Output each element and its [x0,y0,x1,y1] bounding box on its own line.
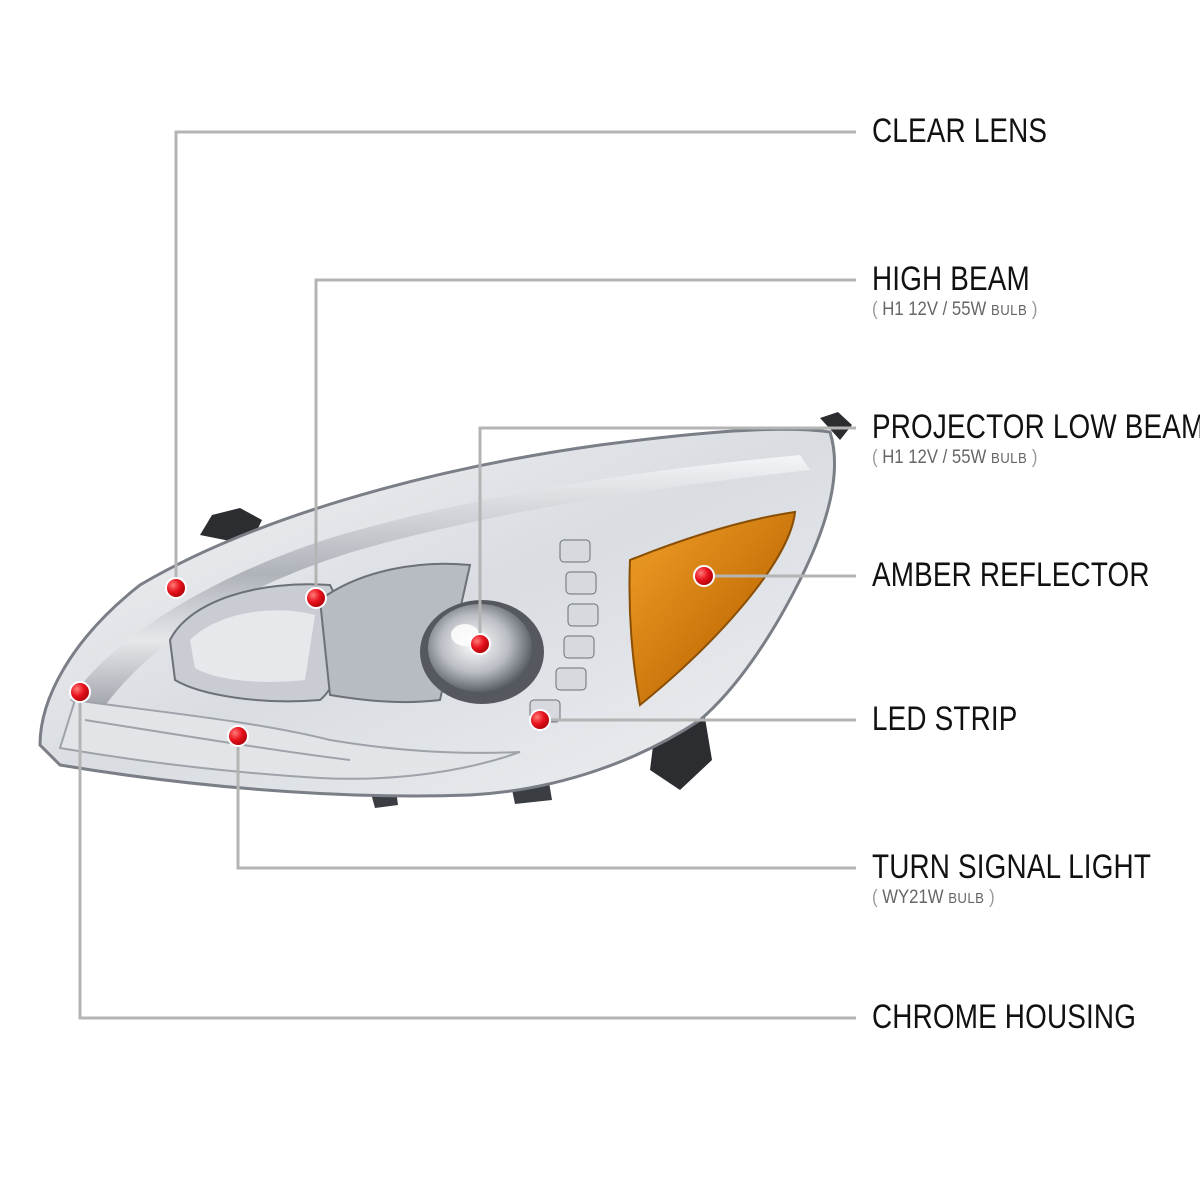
amber-reflector-graphic [628,510,797,707]
paren-close: ) [989,887,995,908]
label-title: TURN SIGNAL LIGHT [872,848,1152,886]
leader-line-high-beam [314,278,856,598]
turn-signal-graphic [58,698,521,780]
paren-open: ( [872,299,878,320]
label-title: LED STRIP [872,700,1018,738]
leader-line-clear-lens [174,130,856,588]
label-projector-low-beam: PROJECTOR LOW BEAM ( H1 12V / 55W BULB ) [872,408,1200,469]
marker-dot-amber-reflector [693,565,715,587]
paren-close: ) [1031,299,1038,320]
spec-unit: BULB [990,302,1028,319]
spec-text: H1 12V / 55W [882,299,987,320]
label-high-beam: HIGH BEAM ( H1 12V / 55W BULB ) [872,260,1065,321]
label-amber-reflector: AMBER REFLECTOR [872,556,1200,595]
label-chrome-housing: CHROME HOUSING [872,998,1194,1037]
chrome-bezel [70,455,810,720]
paren-close: ) [1031,447,1038,468]
spec-text: WY21W [882,887,944,908]
marker-dot-turn-signal-light [227,725,249,747]
label-led-strip: LED STRIP [872,700,1050,739]
leader-line-chrome-housing [78,692,856,1020]
label-title: PROJECTOR LOW BEAM [872,408,1200,446]
headlight-image [38,412,852,808]
led-strip-graphic [529,539,599,723]
label-title: CLEAR LENS [872,112,1048,150]
marker-dot-clear-lens [165,577,187,599]
mount-tab-top [820,412,852,440]
marker-dot-chrome-housing [69,681,91,703]
spec-unit: BULB [990,450,1028,467]
callout-markers [69,565,715,747]
label-title: CHROME HOUSING [872,998,1137,1036]
label-turn-signal-light: TURN SIGNAL LIGHT ( WY21W BULB ) [872,848,1200,909]
paren-open: ( [872,447,878,468]
marker-dot-projector-low-beam [469,633,491,655]
spec-text: H1 12V / 55W [882,447,987,468]
label-clear-lens: CLEAR LENS [872,112,1086,151]
leader-line-projector-low-beam [478,426,856,644]
label-spec: ( WY21W BULB ) [872,887,1171,909]
marker-dot-high-beam [305,587,327,609]
label-spec: ( H1 12V / 55W BULB ) [872,447,1200,469]
marker-dot-led-strip [529,709,551,731]
leader-line-turn-signal-light [236,736,856,870]
label-spec: ( H1 12V / 55W BULB ) [872,299,1041,321]
leader-lines [78,130,856,1020]
label-title: HIGH BEAM [872,260,1030,298]
label-title: AMBER REFLECTOR [872,556,1150,594]
spec-unit: BULB [948,890,985,907]
paren-open: ( [872,887,878,908]
